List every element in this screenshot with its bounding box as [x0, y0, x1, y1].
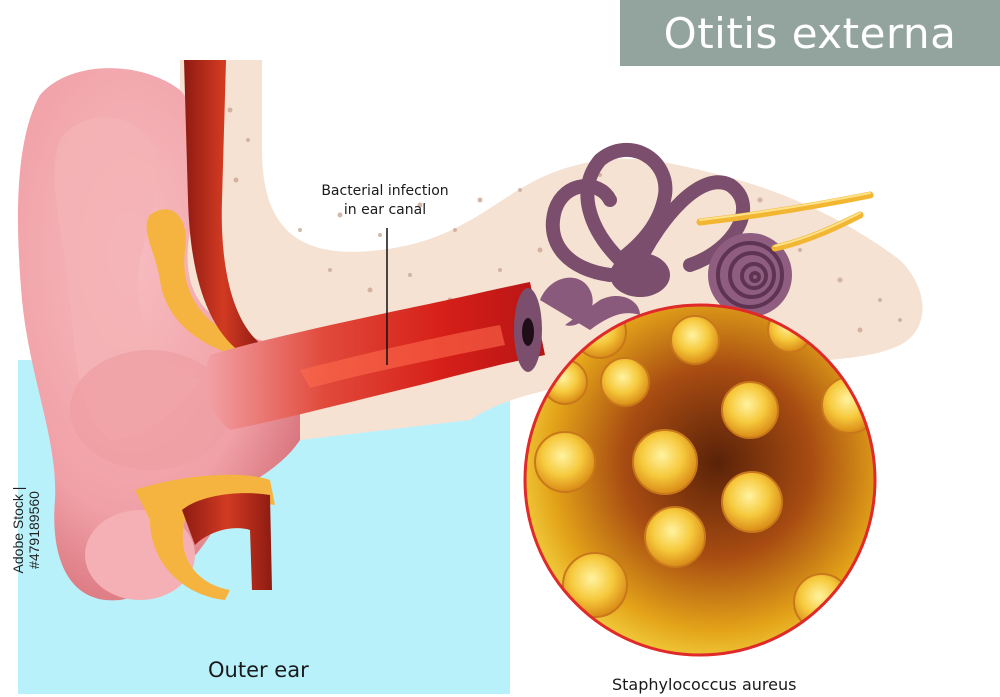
title-banner: Otitis externa [620, 0, 1000, 66]
label-bacterial-infection: Bacterial infection in ear canal [300, 182, 470, 220]
nerves [696, 191, 874, 252]
concha [70, 350, 230, 470]
label-outer-ear: Outer ear [208, 658, 309, 682]
cochlea-spiral [716, 241, 784, 309]
magnified-view [523, 303, 877, 657]
nerve-highlights [699, 192, 871, 247]
infection-highlight [300, 325, 505, 388]
muscle-lower [182, 493, 272, 590]
stock-watermark: Adobe Stock | #479189560 [10, 486, 42, 574]
cartilage-upper [146, 209, 260, 360]
eardrum-center [522, 318, 534, 346]
label-infection-line1: Bacterial infection [321, 183, 449, 199]
label-infection-line2: in ear canal [343, 202, 427, 218]
diagram-title: Otitis externa [663, 8, 957, 58]
label-staphylococcus: Staphylococcus aureus [612, 675, 797, 694]
bacteria-cells [534, 305, 875, 631]
ossicles [540, 277, 640, 330]
muscle-upper [184, 60, 262, 352]
cartilage-lower [135, 474, 275, 600]
vestibule [610, 253, 670, 297]
